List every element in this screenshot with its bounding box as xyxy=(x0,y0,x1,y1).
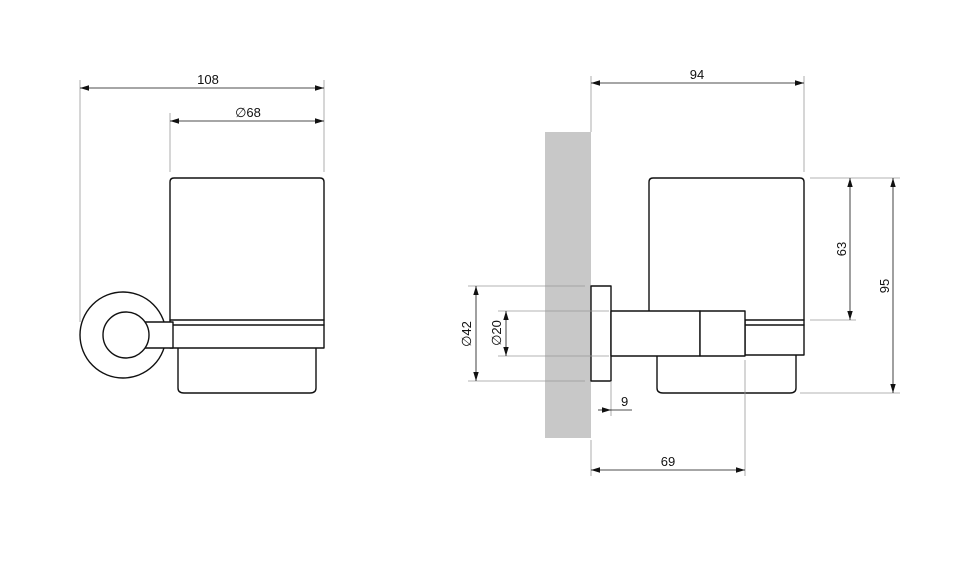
side-arm xyxy=(610,310,701,357)
front-cup-bottom xyxy=(177,347,317,394)
front-holder-band xyxy=(169,319,325,349)
dim-label-69: 69 xyxy=(661,454,675,469)
dim-label-63: 63 xyxy=(834,242,849,256)
side-cup-bottom xyxy=(656,354,797,394)
dim-label-20: ∅20 xyxy=(489,320,504,346)
side-glass xyxy=(648,177,805,321)
front-arm-end xyxy=(102,311,150,359)
side-wall-flange xyxy=(590,285,612,382)
dim-label-94: 94 xyxy=(690,67,704,82)
front-glass xyxy=(169,177,325,321)
diameter-symbol: ∅ xyxy=(235,105,246,120)
side-view: 94 63 95 ∅42 ∅20 9 69 xyxy=(459,67,900,476)
dim-label-42: ∅42 xyxy=(459,321,474,347)
dim-label-95: 95 xyxy=(877,279,892,293)
diameter-symbol: ∅ xyxy=(489,335,504,346)
front-view: 108 ∅68 xyxy=(79,72,325,394)
wall xyxy=(545,132,591,438)
dim-label-68: ∅68 xyxy=(235,105,261,120)
dim-label-108: 108 xyxy=(197,72,219,87)
diameter-symbol: ∅ xyxy=(459,336,474,347)
side-clamp-block xyxy=(699,310,746,357)
dim-label-9: 9 xyxy=(621,394,628,409)
